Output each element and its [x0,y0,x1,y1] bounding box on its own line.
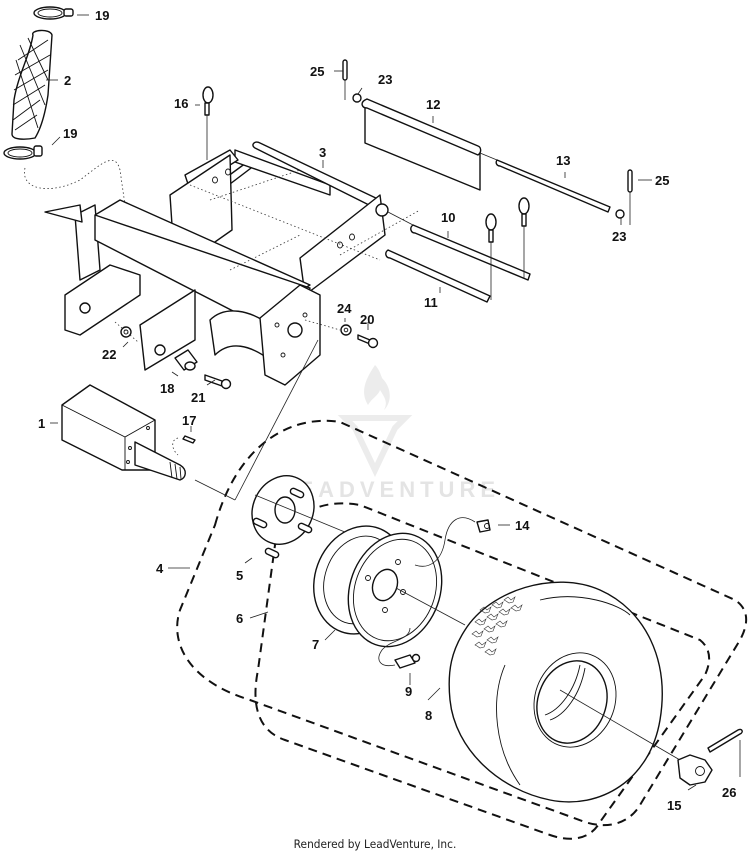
valve-stem [394,653,421,669]
bolt-20 [357,334,379,349]
callout-labels: 19 2 19 16 3 25 23 12 13 25 23 10 11 24 … [38,8,736,813]
callout-14: 14 [515,518,530,533]
callout-7: 7 [312,637,319,652]
gearbox [61,384,186,481]
cotter-pin-25-right [627,169,633,225]
callout-9: 9 [405,684,412,699]
callout-25-right: 25 [655,173,669,188]
wheel-rim [313,525,443,648]
rod-11 [385,249,491,303]
callout-26: 26 [722,785,736,800]
key-17 [182,435,196,444]
cotter-pin-25-top [342,59,348,100]
callout-15: 15 [667,798,681,813]
hose-clamp-bottom [3,145,43,160]
hose [11,29,53,140]
assembly-6-boundary [254,502,711,840]
tire [448,581,663,803]
callout-2: 2 [64,73,71,88]
rod-13 [479,152,625,219]
callout-24: 24 [337,301,352,316]
callout-22: 22 [102,347,116,362]
callout-23-top: 23 [378,72,392,87]
valve-cap [476,519,491,533]
watermark-logo-icon [337,365,413,477]
nut-22 [120,326,132,338]
hub [251,475,315,559]
callout-leaders [46,14,741,791]
callout-4: 4 [156,561,164,576]
callout-12: 12 [426,97,440,112]
callout-25-top: 25 [310,64,324,79]
cover-plate [352,93,482,191]
watermark: LEADVENTURE [280,365,500,502]
footer-credit: Rendered by LeadVenture, Inc. [293,837,457,851]
callout-11: 11 [424,295,438,310]
callout-16: 16 [174,96,188,111]
callout-19-bottom: 19 [63,126,77,141]
washer-24 [340,324,352,336]
callout-6: 6 [236,611,243,626]
callout-18: 18 [160,381,174,396]
spacer-18 [174,349,198,371]
bolt-21 [204,374,232,390]
tread-pattern [471,596,523,656]
callout-19-top: 19 [95,8,109,23]
callout-8: 8 [425,708,432,723]
callout-20: 20 [360,312,374,327]
callout-17: 17 [182,413,196,428]
callout-13: 13 [556,153,570,168]
hose-route-line [24,159,126,206]
hose-clamp-top [33,6,74,20]
callout-23-right: 23 [612,229,626,244]
lynch-pin-16 [202,86,214,160]
castle-nut [677,754,713,786]
rod-10 [387,211,531,281]
callout-1: 1 [38,416,45,431]
frame [44,141,389,386]
ring-pin-a [485,213,497,300]
cotter-pin-26 [707,728,743,753]
ring-pin-b [518,197,530,278]
callout-21: 21 [191,390,205,405]
callout-10: 10 [441,210,455,225]
callout-5: 5 [236,568,243,583]
callout-3: 3 [319,145,326,160]
watermark-text: LEADVENTURE [280,477,500,502]
